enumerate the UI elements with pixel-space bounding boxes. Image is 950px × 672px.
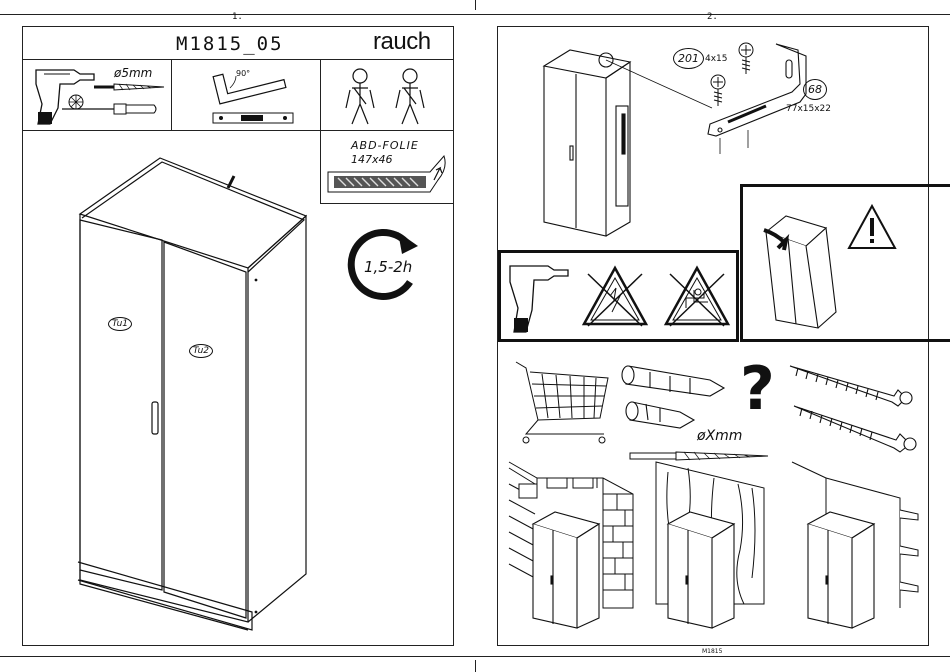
door-label-tu2: Tu2 (189, 344, 213, 358)
drill-icon (30, 64, 100, 126)
dowel-size-label: øXmm (697, 428, 742, 444)
brand-logo: rauch (373, 28, 431, 56)
model-number: M1815_05 (176, 33, 284, 55)
wood-wall-icon (654, 458, 774, 630)
spirit-level-icon (213, 112, 293, 124)
no-power-drill-warning-icon (582, 266, 648, 328)
page-number-2: 2. (707, 12, 718, 22)
part-68-label: 68 (803, 79, 827, 100)
bottom-rule (0, 656, 950, 657)
no-gas-water-warning-icon (664, 266, 730, 328)
assembly-time: 1,5-2h (364, 258, 412, 276)
tip-over-wardrobe-icon (762, 208, 852, 330)
wall-bracket-icon (706, 44, 810, 154)
drill-size-label: ø5mm (114, 66, 152, 80)
foil-sheet-icon (326, 146, 450, 198)
footer-model: M1815 (702, 648, 722, 655)
part-201-label: 201 (673, 48, 704, 69)
drill-bit-icon (94, 82, 166, 92)
angle-label: 90° (236, 69, 250, 78)
door-label-tu1: Tu1 (108, 317, 132, 331)
brick-wall-icon (507, 458, 639, 630)
bracket-size-label: 77x15x22 (786, 104, 831, 114)
page-number-1: 1. (232, 12, 243, 22)
question-mark: ? (740, 354, 775, 424)
dowel-icon (620, 362, 736, 436)
screw-icon (788, 360, 920, 458)
two-persons-icon (336, 66, 436, 126)
center-divider (475, 0, 476, 10)
screwdriver-icon (62, 102, 158, 116)
center-divider-bottom (475, 660, 476, 672)
drywall-icon (790, 458, 924, 630)
wardrobe-drawing (76, 152, 316, 637)
drill-icon-warning (504, 258, 572, 334)
warning-icon (847, 204, 897, 250)
shopping-cart-icon (512, 360, 612, 450)
